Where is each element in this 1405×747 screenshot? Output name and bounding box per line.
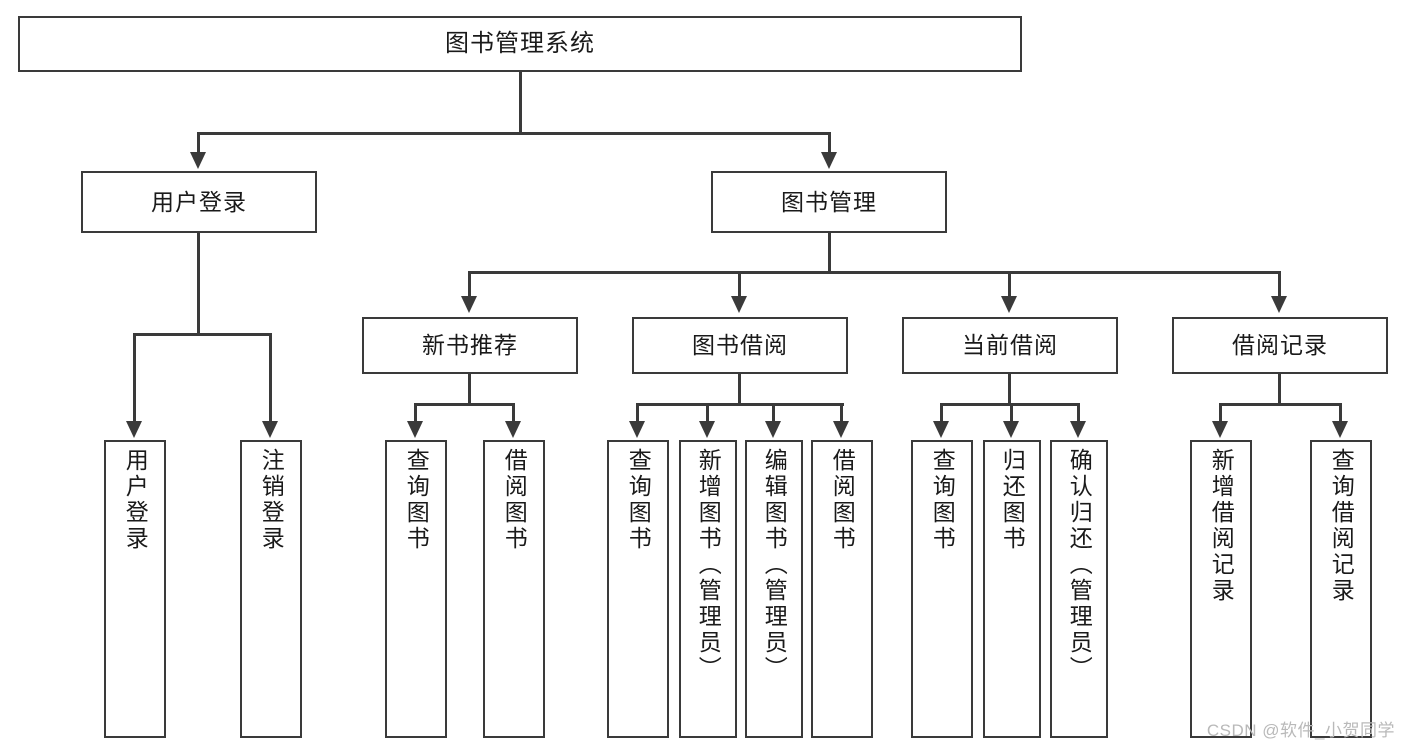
node-leaf-4-label: 查询图书: [625, 448, 652, 552]
connector-bookborrow-stem: [738, 374, 741, 405]
node-leaf-3[interactable]: 借阅图书: [483, 440, 545, 738]
arrowhead-book-manage: [821, 152, 837, 169]
arrowhead-book-borrow: [731, 296, 747, 313]
arrowhead-bookborrow-leaf-1: [629, 421, 645, 438]
node-level2-0[interactable]: 用户登录: [81, 171, 317, 233]
connector-userlogin-drop-2: [269, 333, 272, 423]
node-leaf-6[interactable]: 编辑图书（管理员）: [745, 440, 803, 738]
connector-currentborrow-stem: [1008, 374, 1011, 405]
connector-borrowrecord-bus: [1219, 403, 1342, 406]
connector-level3-drop-2: [738, 271, 741, 296]
node-leaf-12-label: 查询借阅记录: [1328, 448, 1355, 604]
arrowhead-leaf-user-login: [126, 421, 142, 438]
node-leaf-8[interactable]: 查询图书: [911, 440, 973, 738]
node-level3-1-label: 图书借阅: [692, 332, 788, 359]
node-leaf-7-label: 借阅图书: [829, 448, 856, 552]
connector-level3-bus: [468, 271, 1280, 274]
node-leaf-11[interactable]: 新增借阅记录: [1190, 440, 1252, 738]
connector-newbook-bus: [414, 403, 514, 406]
connector-currentborrow-drop-1: [940, 403, 943, 423]
node-leaf-3-label: 借阅图书: [501, 448, 528, 552]
node-leaf-5[interactable]: 新增图书（管理员）: [679, 440, 737, 738]
connector-bookborrow-drop-3: [772, 403, 775, 423]
connector-newbook-stem: [468, 374, 471, 405]
connector-userlogin-bus: [133, 333, 269, 336]
arrowhead-bookborrow-leaf-2: [699, 421, 715, 438]
arrowhead-bookborrow-leaf-4: [833, 421, 849, 438]
node-level3-3-label: 借阅记录: [1232, 332, 1328, 359]
arrowhead-borrowrecord-leaf-2: [1332, 421, 1348, 438]
connector-newbook-drop-1: [414, 403, 417, 423]
node-leaf-0[interactable]: 用户登录: [104, 440, 166, 738]
node-leaf-12[interactable]: 查询借阅记录: [1310, 440, 1372, 738]
connector-level2-bus: [197, 132, 830, 135]
connector-newbook-drop-2: [512, 403, 515, 423]
connector-level2-drop-left: [197, 132, 200, 152]
node-leaf-8-label: 查询图书: [929, 448, 956, 552]
node-leaf-2-label: 查询图书: [403, 448, 430, 552]
connector-bookborrow-drop-4: [840, 403, 843, 423]
connector-currentborrow-drop-2: [1010, 403, 1013, 423]
node-leaf-5-label: 新增图书（管理员）: [695, 448, 722, 682]
arrowhead-borrow-record: [1271, 296, 1287, 313]
connector-root-stem: [519, 72, 522, 134]
node-leaf-10[interactable]: 确认归还（管理员）: [1050, 440, 1108, 738]
arrowhead-new-book-rec: [461, 296, 477, 313]
arrowhead-newbook-leaf-2: [505, 421, 521, 438]
arrowhead-user-login: [190, 152, 206, 169]
node-leaf-4[interactable]: 查询图书: [607, 440, 669, 738]
node-level3-0[interactable]: 新书推荐: [362, 317, 578, 374]
connector-borrowrecord-drop-1: [1219, 403, 1222, 423]
connector-level3-drop-4: [1278, 271, 1281, 296]
connector-bookborrow-drop-1: [636, 403, 639, 423]
connector-borrowrecord-drop-2: [1339, 403, 1342, 423]
node-level2-0-label: 用户登录: [151, 188, 247, 215]
connector-userlogin-stem: [197, 233, 200, 335]
connector-borrowrecord-stem: [1278, 374, 1281, 405]
node-level2-1[interactable]: 图书管理: [711, 171, 947, 233]
connector-level3-drop-1: [468, 271, 471, 296]
node-leaf-11-label: 新增借阅记录: [1208, 448, 1235, 604]
connector-level3-drop-3: [1008, 271, 1011, 296]
node-leaf-9-label: 归还图书: [999, 448, 1026, 552]
node-leaf-1-label: 注销登录: [258, 448, 285, 552]
node-level3-2-label: 当前借阅: [962, 332, 1058, 359]
arrowhead-bookborrow-leaf-3: [765, 421, 781, 438]
node-level3-0-label: 新书推荐: [422, 332, 518, 359]
csdn-watermark: CSDN @软件_小贺同学: [1206, 721, 1395, 740]
node-level3-2[interactable]: 当前借阅: [902, 317, 1118, 374]
connector-currentborrow-drop-3: [1077, 403, 1080, 423]
arrowhead-currentborrow-leaf-1: [933, 421, 949, 438]
arrowhead-borrowrecord-leaf-1: [1212, 421, 1228, 438]
node-level3-1[interactable]: 图书借阅: [632, 317, 848, 374]
node-level2-1-label: 图书管理: [781, 188, 877, 215]
node-leaf-10-label: 确认归还（管理员）: [1066, 448, 1093, 682]
arrowhead-leaf-logout: [262, 421, 278, 438]
arrowhead-currentborrow-leaf-2: [1003, 421, 1019, 438]
arrowhead-currentborrow-leaf-3: [1070, 421, 1086, 438]
connector-bookborrow-drop-2: [706, 403, 709, 423]
node-leaf-0-label: 用户登录: [122, 448, 149, 552]
node-leaf-6-label: 编辑图书（管理员）: [761, 448, 788, 682]
node-leaf-2[interactable]: 查询图书: [385, 440, 447, 738]
arrowhead-current-borrow: [1001, 296, 1017, 313]
node-level3-3[interactable]: 借阅记录: [1172, 317, 1388, 374]
node-leaf-7[interactable]: 借阅图书: [811, 440, 873, 738]
connector-bookmanage-stem: [828, 233, 831, 273]
node-leaf-1[interactable]: 注销登录: [240, 440, 302, 738]
connector-currentborrow-bus: [940, 403, 1079, 406]
arrowhead-newbook-leaf-1: [407, 421, 423, 438]
connector-level2-drop-right: [828, 132, 831, 152]
connector-bookborrow-bus: [636, 403, 844, 406]
connector-userlogin-drop-1: [133, 333, 136, 423]
node-root[interactable]: 图书管理系统: [18, 16, 1022, 72]
node-root-label: 图书管理系统: [445, 30, 595, 58]
node-leaf-9[interactable]: 归还图书: [983, 440, 1041, 738]
